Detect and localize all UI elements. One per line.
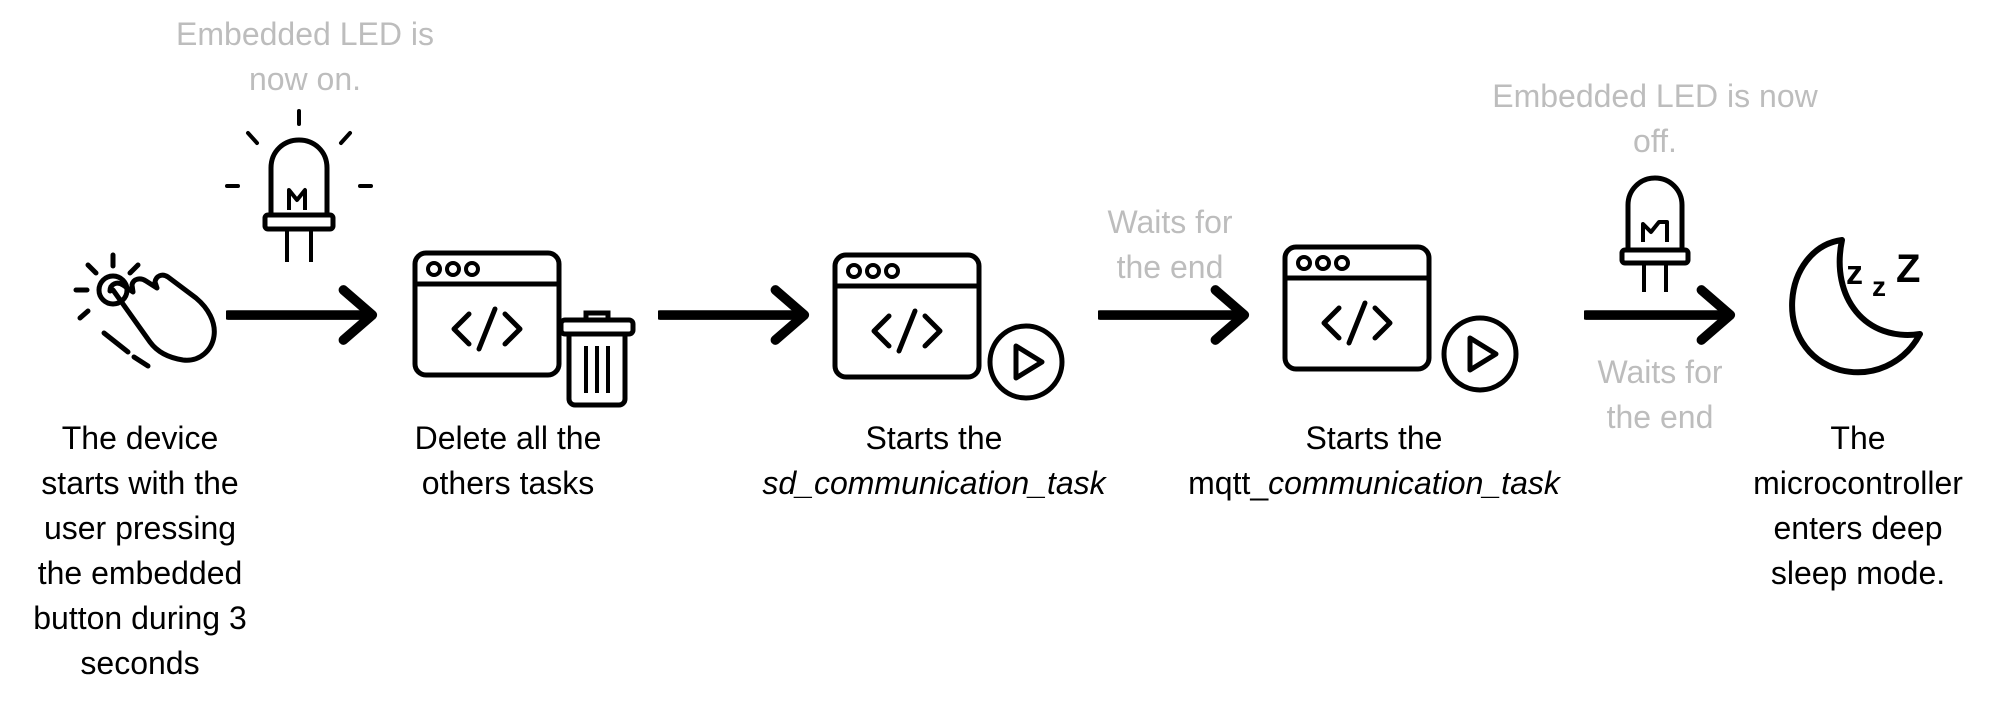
- sleep-z-large: Z: [1896, 247, 1920, 291]
- play-icon: [1444, 318, 1516, 390]
- led-on-icon: [225, 109, 373, 262]
- sleep-z-small: z: [1846, 254, 1863, 292]
- hand-pressing-button-icon: [73, 252, 217, 369]
- arrow-right-icon: [228, 290, 372, 340]
- led-off-icon: [1619, 175, 1691, 292]
- code-window-icon: [415, 253, 559, 375]
- trash-icon: [558, 310, 636, 408]
- step-2-caption: Delete all the others tasks: [414, 420, 602, 501]
- step-1-caption: The device starts with the user pressing…: [33, 420, 247, 681]
- arrow-right-icon: [660, 290, 804, 340]
- step-3-caption: Starts the sd_communication_task: [762, 420, 1106, 501]
- code-window-icon: [835, 255, 979, 377]
- sleep-z-tiny: z: [1872, 271, 1886, 302]
- arrow-right-icon: [1100, 290, 1244, 340]
- play-icon: [990, 326, 1062, 398]
- arrow-right-icon: [1586, 290, 1730, 340]
- moon-sleep-icon: z z Z: [1789, 237, 1923, 376]
- step-4-caption: Starts the mqtt_communication_task: [1188, 420, 1560, 501]
- code-window-icon: [1285, 247, 1429, 369]
- step-5-caption: The microcontroller enters deep sleep mo…: [1753, 420, 1963, 591]
